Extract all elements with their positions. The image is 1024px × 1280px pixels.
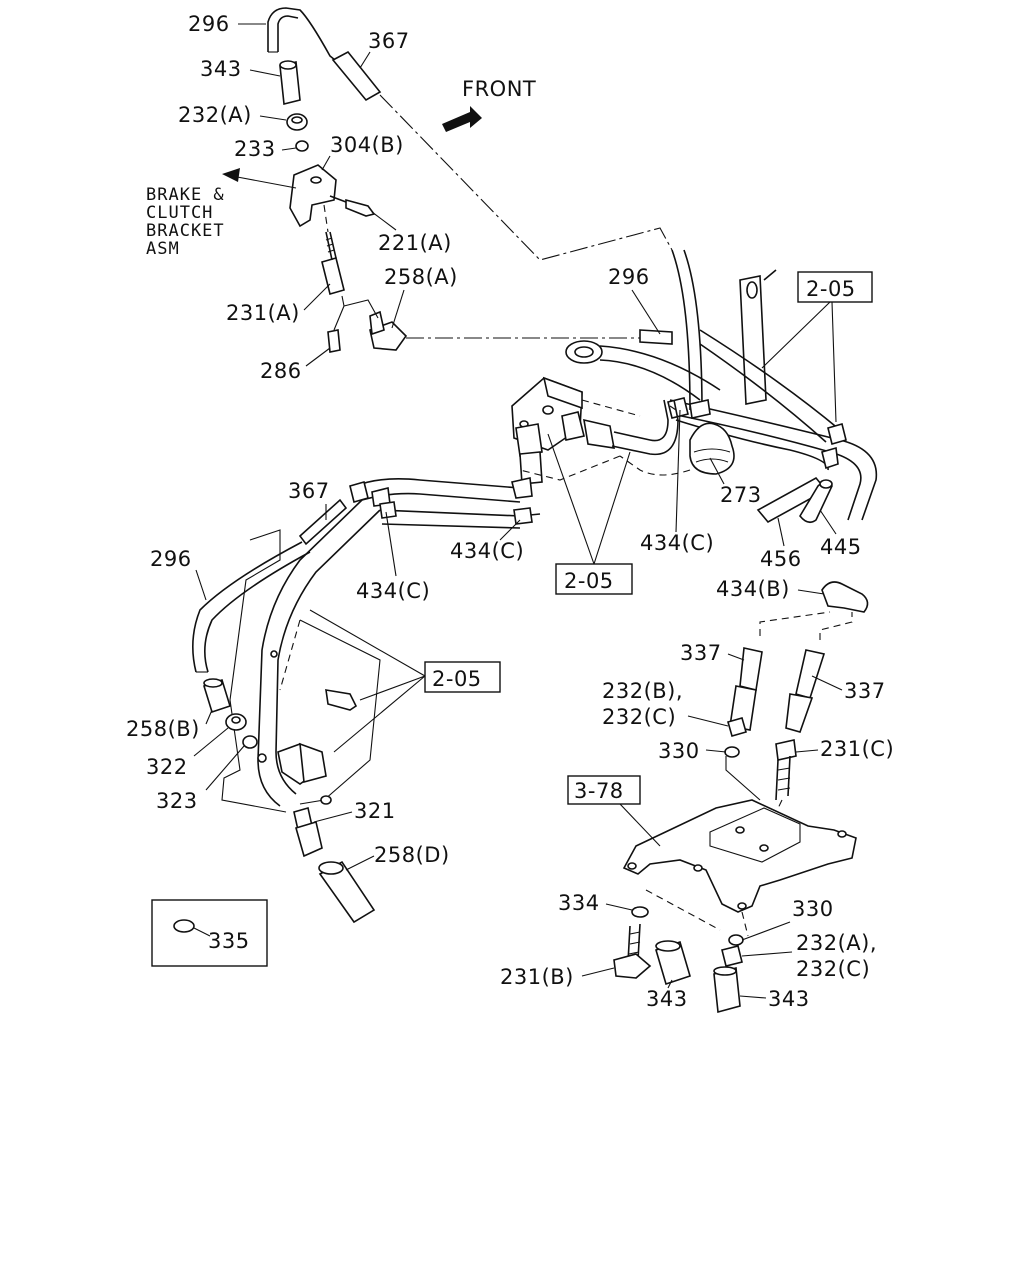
ref-box-label: 2-05 <box>806 277 856 301</box>
part-label: 233 <box>234 137 276 161</box>
part-label: 232(A) <box>178 103 252 127</box>
front-direction-arrow: FRONT <box>442 77 536 132</box>
part-label: 322 <box>146 755 188 779</box>
part-label: 367 <box>368 29 410 53</box>
part-labels: 296 367 343 232(A) 233 304(B) 221(A) 258… <box>126 12 894 1011</box>
part-label: 323 <box>156 789 198 813</box>
part-label: 273 <box>720 483 762 507</box>
part-label: 231(C) <box>820 737 894 761</box>
part-label: 330 <box>658 739 700 763</box>
part-label: 258(B) <box>126 717 200 741</box>
parts-258b-322-323 <box>203 678 258 749</box>
ref-box-label: 2-05 <box>432 667 482 691</box>
part-label: 434(B) <box>716 577 790 601</box>
part-label: 232(C) <box>796 957 870 981</box>
bracket-note-line-4: ASM <box>146 239 180 259</box>
ref-box-3-78: 3-78 <box>567 775 661 847</box>
legend-label: 335 <box>208 929 250 953</box>
part-label: 337 <box>844 679 886 703</box>
part-label: 334 <box>558 891 600 915</box>
part-label: 296 <box>150 547 192 571</box>
part-label: 221(A) <box>378 231 452 255</box>
part-label: 231(B) <box>500 965 574 989</box>
part-label: 367 <box>288 479 330 503</box>
ref-box-label: 3-78 <box>574 779 624 803</box>
part-label: 321 <box>354 799 396 823</box>
bracket-note: BRAKE & CLUTCH BRACKET ASM <box>146 185 225 259</box>
part-label: 232(A), <box>796 931 877 955</box>
part-label: 231(A) <box>226 301 300 325</box>
parts-321-258d <box>293 806 376 924</box>
ref-box-lower-left: 2-05 <box>309 609 501 753</box>
part-label: 232(C) <box>602 705 676 729</box>
part-label: 296 <box>188 12 230 36</box>
ref-box-label: 2-05 <box>564 569 614 593</box>
part-label: 286 <box>260 359 302 383</box>
part-label: 445 <box>820 535 862 559</box>
central-pipe-assembly <box>511 249 878 521</box>
part-label: 456 <box>760 547 802 571</box>
part-label: 304(B) <box>330 133 404 157</box>
part-label: 258(D) <box>374 843 450 867</box>
bracket-note-line-3: BRACKET <box>146 221 225 241</box>
hoses-456-445 <box>756 476 833 524</box>
part-label: 343 <box>200 57 242 81</box>
part-label: 343 <box>646 987 688 1011</box>
part-label: 434(C) <box>450 539 524 563</box>
bracket-note-line-1: BRAKE & <box>146 185 225 205</box>
part-label: 258(A) <box>384 265 458 289</box>
part-label: 434(C) <box>640 531 714 555</box>
top-left-assembly <box>222 7 673 353</box>
part-label: 434(C) <box>356 579 430 603</box>
bracket-note-line-2: CLUTCH <box>146 203 213 223</box>
part-label: 337 <box>680 641 722 665</box>
part-label: 232(B), <box>602 679 683 703</box>
left-lower-pipe-assembly <box>192 477 541 813</box>
part-label: 343 <box>768 987 810 1011</box>
part-label: 330 <box>792 897 834 921</box>
ref-box-top: 2-05 <box>761 271 873 423</box>
legend-box-335: 335 <box>151 899 268 967</box>
part-label: 296 <box>608 265 650 289</box>
front-label: FRONT <box>462 77 536 101</box>
ref-box-middle: 2-05 <box>547 433 633 595</box>
